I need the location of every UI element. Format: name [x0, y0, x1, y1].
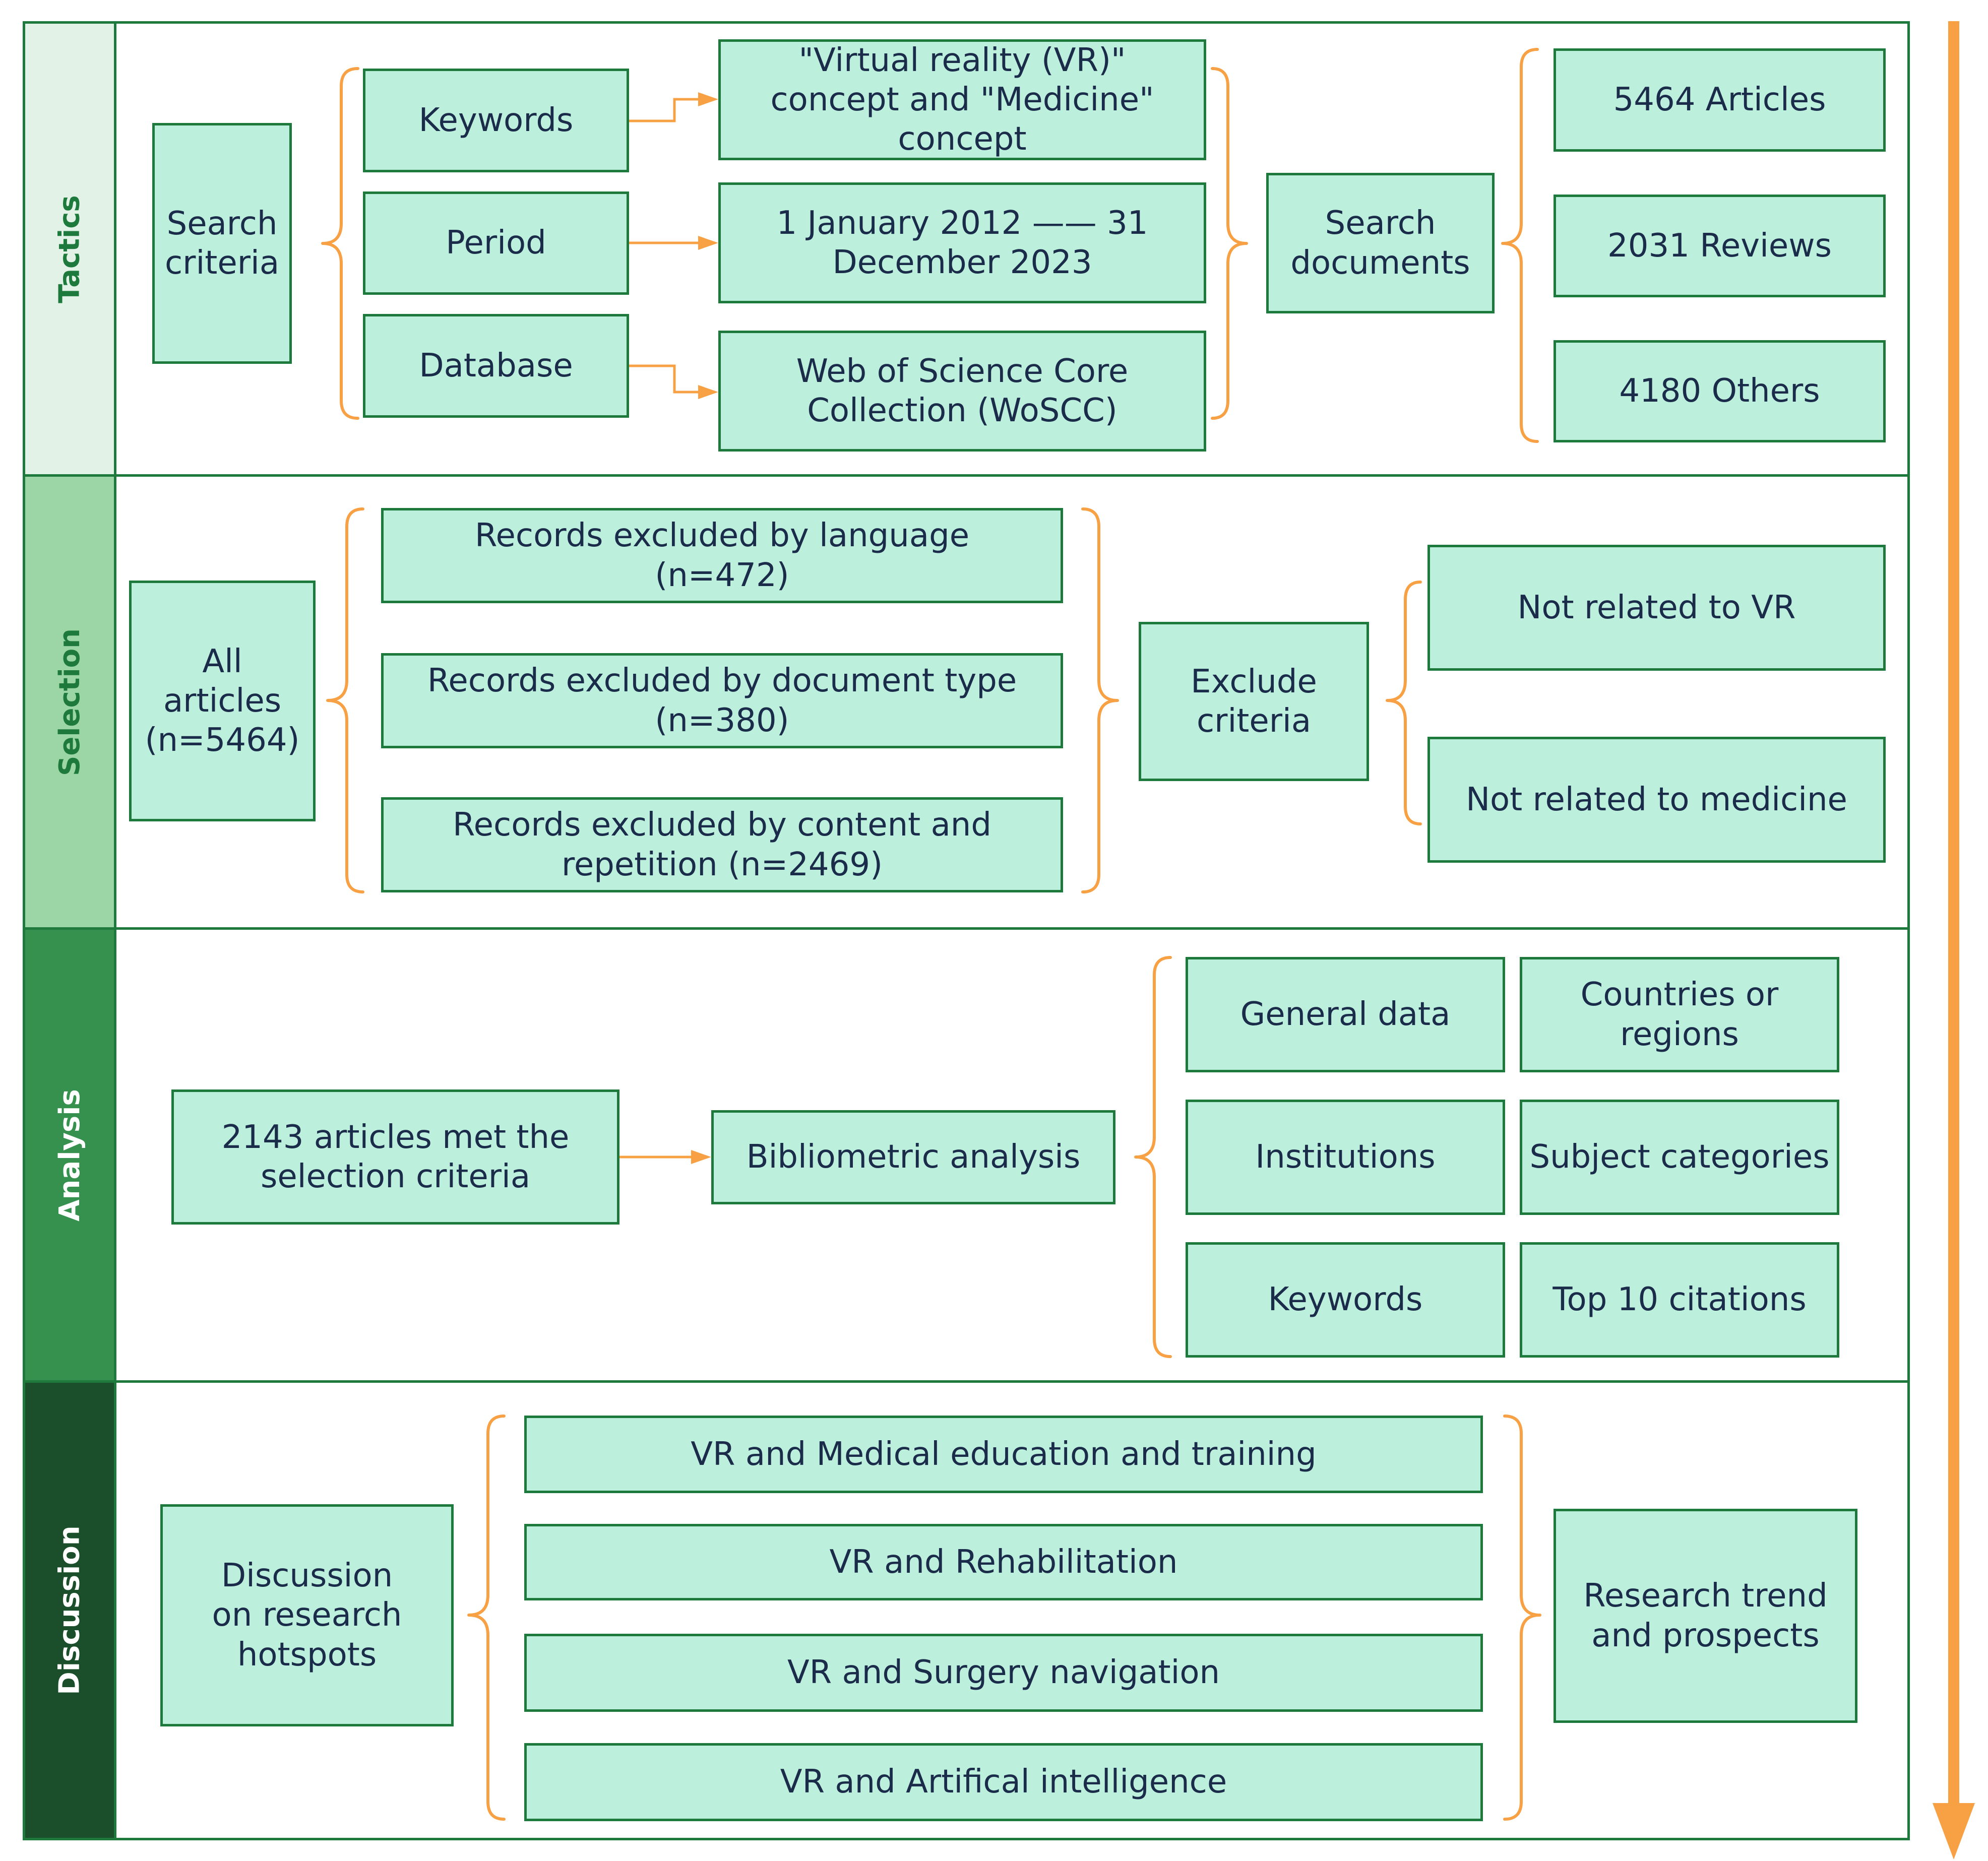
criteria-value-period: 1 January 2012 —— 31 December 2023 — [718, 182, 1206, 303]
topic-medical-education: VR and Medical education and training — [524, 1416, 1483, 1493]
arrow-head-database — [698, 385, 718, 399]
analysis-item-institutions: Institutions — [1186, 1100, 1505, 1215]
exclusion-content-repetition: Records excluded by content and repetiti… — [381, 797, 1063, 892]
arrow-head-period — [698, 236, 718, 250]
topic-surgery-navigation: VR and Surgery navigation — [524, 1634, 1483, 1712]
arrow-keywords — [629, 98, 700, 122]
search-criteria-box: Search criteria — [152, 123, 292, 364]
criteria-item-period: Period — [363, 191, 629, 295]
band-label-discussion: Discussion — [23, 1380, 116, 1840]
process-arrow-head — [1933, 1803, 1975, 1859]
brace-discussion-topics — [467, 1415, 506, 1821]
arrow-head-keywords — [698, 92, 718, 106]
band-label-tactics: Tactics — [23, 21, 116, 477]
result-articles: 5464 Articles — [1554, 48, 1886, 152]
criteria-item-keywords: Keywords — [363, 69, 629, 172]
hotspots-box: Discussion on research hotspots — [160, 1504, 454, 1726]
exclude-criteria-box: Exclude criteria — [1139, 622, 1369, 781]
arrow-head-met-to-bibliometric — [691, 1150, 711, 1164]
brace-tactics-results — [1501, 48, 1539, 443]
analysis-item-countries: Countries or regions — [1520, 957, 1839, 1072]
result-others: 4180 Others — [1554, 340, 1886, 442]
search-documents-box: Search documents — [1266, 173, 1495, 313]
brace-discussion-trend — [1503, 1415, 1541, 1821]
analysis-item-subject-categories: Subject categories — [1520, 1100, 1839, 1215]
brace-tactics-values — [1211, 67, 1248, 420]
criteria-item-database: Database — [363, 314, 629, 418]
criterion-not-medicine: Not related to medicine — [1427, 737, 1886, 863]
criteria-value-database: Web of Science Core Collection (WoSCC) — [718, 331, 1206, 452]
brace-selection-exclusions — [326, 507, 364, 893]
brace-selection-merge — [1081, 507, 1119, 893]
analysis-item-top-citations: Top 10 citations — [1520, 1242, 1839, 1358]
brace-tactics-criteria — [321, 67, 359, 420]
criteria-value-keywords: "Virtual reality (VR)" concept and "Medi… — [718, 39, 1206, 160]
brace-selection-criteria — [1386, 581, 1422, 825]
band-label-analysis: Analysis — [23, 927, 116, 1383]
analysis-item-keywords: Keywords — [1186, 1242, 1505, 1358]
topic-artificial-intelligence: VR and Artifical intelligence — [524, 1743, 1483, 1821]
criterion-not-vr: Not related to VR — [1427, 545, 1886, 671]
research-trend-box: Research trend and prospects — [1554, 1509, 1857, 1723]
topic-rehabilitation: VR and Rehabilitation — [524, 1524, 1483, 1600]
arrow-database — [629, 364, 700, 394]
bibliometric-analysis-box: Bibliometric analysis — [711, 1110, 1115, 1204]
brace-analysis-items — [1134, 956, 1172, 1358]
analysis-item-general-data: General data — [1186, 957, 1505, 1072]
exclusion-document-type: Records excluded by document type (n=380… — [381, 653, 1063, 748]
all-articles-box: All articles (n=5464) — [129, 581, 316, 821]
met-criteria-box: 2143 articles met the selection criteria — [171, 1089, 619, 1225]
result-reviews: 2031 Reviews — [1554, 195, 1886, 297]
exclusion-language: Records excluded by language (n=472) — [381, 508, 1063, 603]
